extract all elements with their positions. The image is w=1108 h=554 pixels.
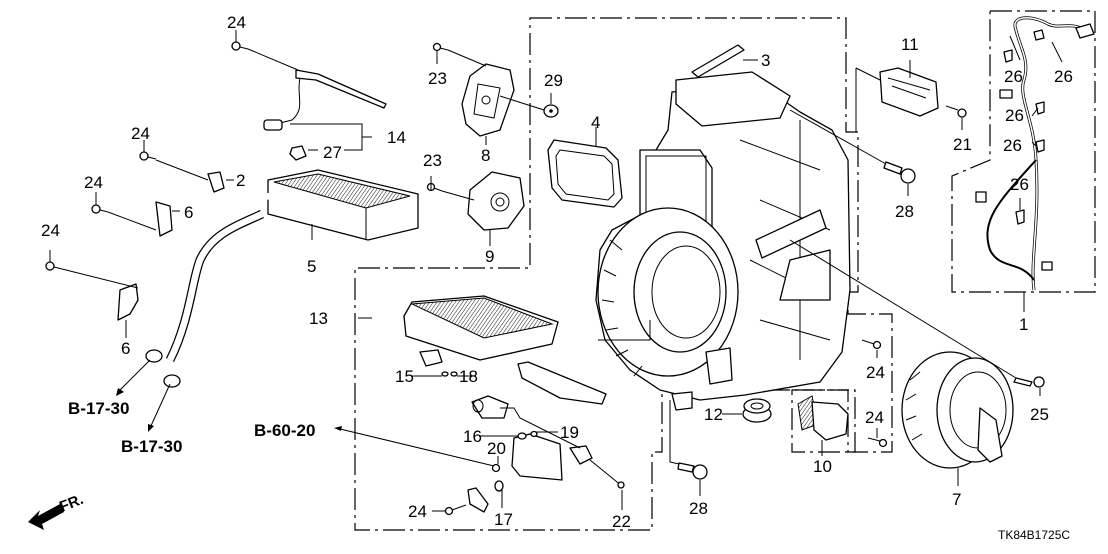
pipe-clamps [117, 171, 225, 321]
callout-4[interactable]: 4 [591, 113, 600, 132]
screw-24-d [45, 261, 63, 271]
callout-9[interactable]: 9 [485, 247, 494, 266]
leader-lines [49, 30, 1063, 512]
part-1-wire-harness [975, 16, 1095, 291]
part-25-screw [1013, 376, 1045, 388]
screw-24-c [91, 204, 109, 214]
callout-22[interactable]: 22 [612, 512, 631, 531]
part-8-mode-motor [461, 63, 515, 137]
ref-label-b1730-a[interactable]: B-17-30 [68, 399, 129, 418]
front-direction-indicator: FR. [28, 491, 86, 530]
callout-21[interactable]: 21 [953, 135, 972, 154]
callout-2[interactable]: 2 [236, 171, 245, 190]
callouts: 1 2 3 4 5 6 6 7 8 9 10 11 12 13 14 15 16… [41, 13, 1073, 531]
part-5-heater-core [145, 169, 419, 388]
callout-24c[interactable]: 24 [84, 173, 103, 192]
part-11-control-module [879, 67, 939, 117]
callout-26c[interactable]: 26 [1005, 106, 1024, 125]
part-12-grommet [742, 398, 772, 423]
callout-6a[interactable]: 6 [184, 203, 193, 222]
screw-23-a [432, 42, 449, 52]
callout-28b[interactable]: 28 [689, 499, 708, 518]
arrowheads [116, 388, 342, 432]
callout-12[interactable]: 12 [704, 405, 723, 424]
callout-27[interactable]: 27 [323, 143, 342, 162]
part-10-power-transistor [797, 395, 849, 441]
callout-19[interactable]: 19 [560, 423, 579, 442]
callout-17[interactable]: 17 [494, 510, 513, 529]
bolt-28-lower [677, 462, 708, 480]
drain-cover [517, 361, 607, 405]
expansion-valve-group [441, 371, 625, 513]
callout-28a[interactable]: 28 [895, 202, 914, 221]
part-28-bolts [677, 161, 916, 480]
callout-1[interactable]: 1 [1019, 315, 1028, 334]
callout-18[interactable]: 18 [459, 367, 478, 386]
callout-24a[interactable]: 24 [227, 13, 246, 32]
screw-24-a [231, 41, 249, 51]
part-3-seal-strip [691, 44, 745, 78]
callout-20[interactable]: 20 [487, 439, 506, 458]
harness-boundary [951, 10, 1096, 293]
part-13-evaporator [403, 295, 559, 367]
callout-8[interactable]: 8 [481, 146, 490, 165]
screw-24-b [139, 151, 157, 161]
callout-26b[interactable]: 26 [1054, 67, 1073, 86]
callout-11[interactable]: 11 [901, 35, 919, 54]
callout-5[interactable]: 5 [307, 257, 316, 276]
callout-26e[interactable]: 26 [1010, 175, 1029, 194]
blower-housing [595, 71, 851, 411]
screw-24-e [861, 339, 882, 350]
callout-23b[interactable]: 23 [423, 151, 442, 170]
callout-7[interactable]: 7 [952, 490, 961, 509]
screw-21 [945, 105, 967, 118]
callout-24b[interactable]: 24 [131, 124, 150, 143]
callout-25[interactable]: 25 [1030, 405, 1049, 424]
callout-10[interactable]: 10 [813, 457, 832, 476]
part-4-gasket [547, 139, 623, 208]
part-7-blower-motor [901, 351, 1014, 469]
transistor-boundary [791, 389, 856, 453]
callout-3[interactable]: 3 [761, 51, 770, 70]
callout-16[interactable]: 16 [463, 427, 482, 446]
screw-24-f [867, 437, 888, 448]
callout-6b[interactable]: 6 [121, 339, 130, 358]
ref-label-b6020[interactable]: B-60-20 [254, 421, 315, 440]
callout-24d[interactable]: 24 [41, 221, 60, 240]
drawing-code: TK84B1725C [998, 528, 1070, 542]
screw-24-g [444, 504, 467, 516]
part-27-clip [289, 145, 307, 161]
callout-29[interactable]: 29 [544, 71, 563, 90]
assembly-boundaries [354, 10, 1096, 531]
callout-24g[interactable]: 24 [408, 502, 427, 521]
callout-14[interactable]: 14 [387, 128, 406, 147]
bolt-28-upper [883, 161, 916, 184]
front-arrow-icon [28, 504, 64, 530]
callout-13[interactable]: 13 [309, 309, 328, 328]
callout-24f[interactable]: 24 [865, 408, 884, 427]
screw-23-b [426, 182, 443, 192]
callout-24e[interactable]: 24 [866, 363, 885, 382]
callout-26a[interactable]: 26 [1004, 67, 1023, 86]
callout-15[interactable]: 15 [395, 367, 414, 386]
ref-label-b1730-b[interactable]: B-17-30 [121, 437, 182, 456]
callout-26d[interactable]: 26 [1003, 136, 1022, 155]
part-14-temp-sensor [263, 69, 387, 131]
part-9-air-mix-motor [467, 171, 525, 231]
part-29-washer [543, 104, 559, 118]
callout-23a[interactable]: 23 [428, 69, 447, 88]
front-label: FR. [57, 491, 86, 516]
